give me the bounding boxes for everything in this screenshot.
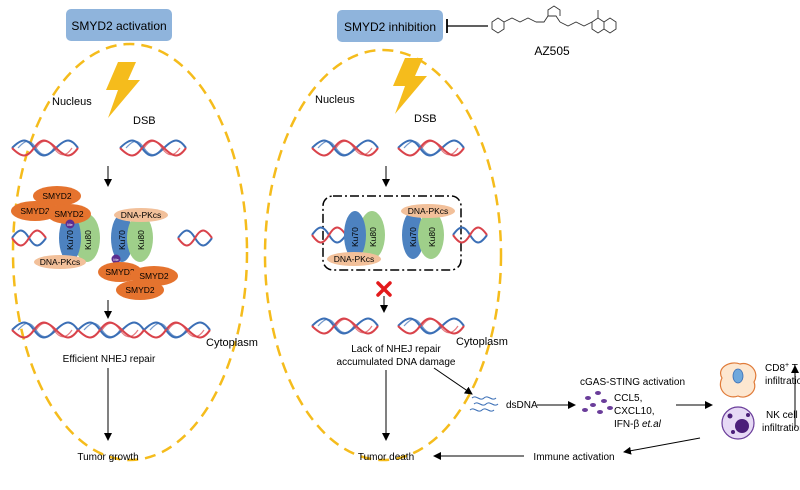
immune-activation-label: Immune activation [533, 452, 614, 463]
ku80-left-a [74, 214, 100, 262]
nk-label-1: NK cell [766, 410, 798, 421]
dna-stalled-complex-right: Ku70 Ku80 Ku70 Ku80 DNA-PKcs DNA-PKcs [311, 204, 488, 266]
dnapkcs-text-left-b: DNA-PKcs [121, 210, 162, 220]
dnapkcs-oval-right-a [401, 204, 455, 218]
az505-structure [491, 5, 617, 34]
nucleus-outline-right [263, 48, 503, 462]
ku70-label-left-a: Ku70 [65, 230, 75, 250]
dnapkcs-text-left-a: DNA-PKcs [40, 257, 81, 267]
nk-label-2: infiltration [762, 423, 800, 434]
dna-repaired-left [11, 321, 211, 339]
smyd2-text-6: SMYD2 [125, 285, 155, 295]
dsb-label-left: DSB [133, 115, 156, 127]
ku80-label-left-a: Ku80 [83, 230, 93, 250]
cgas-label: cGAS-STING activation [580, 377, 685, 388]
header-inhibition: SMYD2 inhibition [344, 20, 436, 34]
dnapkcs-oval-right-b [327, 252, 381, 266]
smyd2-oval-2 [11, 201, 59, 221]
right-panel: SMYD2 inhibition AZ505 Nucleus DSB [263, 5, 800, 463]
left-panel: SMYD2 activation Nucleus DSB Ku70 Ku80 K… [11, 9, 258, 463]
dsdna-label: dsDNA [506, 400, 538, 411]
dna-broken-right [311, 139, 465, 157]
nucleus-outline-left [11, 42, 249, 462]
cytokine-2: CXCL10, [614, 406, 655, 417]
cytoplasm-label-right: Cytoplasm [456, 336, 508, 348]
nucleus-label-right: Nucleus [315, 94, 355, 106]
ku70-label-right-a: Ku70 [350, 227, 360, 247]
cd8-label-2: infiltration [765, 376, 800, 387]
dsdna-fragments-icon [469, 396, 499, 412]
smyd2-text-4: SMYD2 [105, 267, 135, 277]
repair-label-right-2: accumulated DNA damage [337, 357, 456, 368]
ku80-right-b [418, 211, 444, 259]
smyd2-oval-3 [47, 204, 91, 224]
header-box-inhibition [337, 10, 443, 42]
ku70-right-a [344, 211, 366, 259]
me-icon-left-b [111, 254, 121, 264]
ku80-left-b [127, 214, 153, 262]
ku80-label-right-b: Ku80 [427, 227, 437, 247]
smyd2-text-3: SMYD2 [54, 209, 84, 219]
repair-label-right-1: Lack of NHEJ repair [351, 344, 441, 355]
cytokine-dots-icon [582, 391, 613, 414]
lightning-icon [393, 58, 427, 114]
cytokine-3: IFN-β et.al [614, 419, 662, 430]
outcome-tumor-growth: Tumor growth [77, 452, 138, 463]
dsb-label-right: DSB [414, 113, 437, 125]
smyd2-text-2: SMYD2 [20, 206, 50, 216]
dnapkcs-text-right-b: DNA-PKcs [334, 254, 375, 264]
me-icon-left-a [65, 219, 75, 229]
lightning-icon [106, 62, 140, 118]
ku70-label-left-b: Ku70 [117, 230, 127, 250]
cytoplasm-label-left: Cytoplasm [206, 337, 258, 349]
me-label-left-a: Me [67, 222, 73, 227]
stalled-complex-box [322, 195, 462, 271]
blocked-cross-icon [376, 281, 392, 297]
header-activation: SMYD2 activation [71, 19, 166, 33]
dnapkcs-oval-left-b [114, 208, 168, 222]
nucleus-label-left: Nucleus [52, 96, 92, 108]
header-box-activation [66, 9, 172, 41]
dnapkcs-oval-left-a [34, 255, 86, 269]
dna-repair-complex-left: Ku70 Ku80 Ku70 Ku80 SMYD2 SMYD2 SMYD2 Me… [11, 186, 213, 300]
cytokine-1: CCL5, [614, 393, 642, 404]
outcome-tumor-death: Tumor death [358, 452, 414, 463]
dna-unrepaired-right [311, 317, 465, 335]
ku80-right-a [359, 211, 385, 259]
dnapkcs-text-right-a: DNA-PKcs [408, 206, 449, 216]
ku70-left-b [111, 214, 133, 262]
ku70-label-right-b: Ku70 [408, 227, 418, 247]
nk-cell-icon [721, 406, 755, 440]
ku70-left-a [59, 214, 81, 262]
me-label-left-b: Me [113, 257, 119, 262]
inhibitor-label: AZ505 [534, 44, 570, 58]
ku80-label-right-a: Ku80 [368, 227, 378, 247]
ku80-label-left-b: Ku80 [136, 230, 146, 250]
cd8-tcell-icon [719, 362, 757, 398]
smyd2-text-1: SMYD2 [42, 191, 72, 201]
arrow-to-dsdna [433, 367, 473, 395]
smyd2-oval-1 [33, 186, 81, 206]
smyd2-oval-6 [116, 280, 164, 300]
dna-broken-left [11, 139, 187, 157]
ku70-right-b [402, 211, 424, 259]
repair-label-left: Efficient NHEJ repair [63, 354, 156, 365]
arrow-to-immune-activation [623, 437, 701, 455]
smyd2-text-5: SMYD2 [139, 271, 169, 281]
